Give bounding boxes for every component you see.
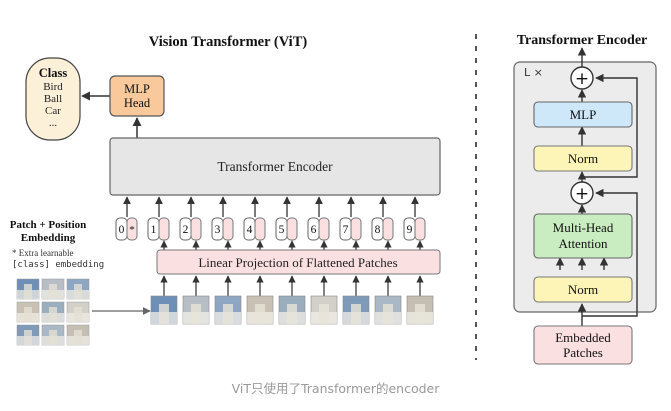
class-item-ball: Ball	[44, 93, 62, 105]
skip-connection-upper	[582, 73, 638, 178]
position-index: 8	[375, 224, 381, 236]
position-index: 7	[343, 224, 349, 236]
source-image-tile-tower	[74, 307, 82, 322]
linear-projection-label: Linear Projection of Flattened Patches	[198, 255, 397, 270]
source-image-tile-tower	[74, 330, 82, 345]
position-index: 3	[215, 224, 221, 236]
embedding-label-line1: Patch + Position	[10, 219, 87, 231]
class-token-mark: *	[129, 224, 135, 236]
position-index: 5	[279, 224, 285, 236]
add-symbol-top: +	[575, 69, 589, 89]
source-image-tile-tower	[24, 284, 32, 299]
linear-projection-box	[156, 249, 441, 275]
image-patch-tower	[287, 304, 297, 324]
image-patch-tower	[159, 304, 169, 324]
embedded-patches-box	[533, 325, 633, 365]
source-image-tile-tower	[24, 330, 32, 345]
encoder-norm-top-label: Norm	[568, 151, 598, 166]
patch-embedding-box	[286, 217, 298, 241]
encoder-norm-bottom-box	[533, 276, 633, 303]
class-heading: Class	[39, 66, 68, 80]
encoder-mlp-box	[533, 101, 633, 128]
image-patch-tower	[351, 304, 361, 324]
encoder-norm-top-box	[533, 145, 633, 172]
patch-embedding-box	[190, 217, 202, 241]
image-patch-tower	[255, 304, 265, 324]
class-item-car: Car	[45, 105, 61, 117]
encoder-mlp-label: MLP	[570, 107, 597, 122]
image-patch-tower	[223, 304, 233, 324]
position-index: 9	[407, 224, 413, 236]
position-index: 1	[151, 224, 157, 236]
encoder-attention-line1: Multi-Head	[553, 220, 614, 235]
class-item-bird: Bird	[43, 81, 63, 93]
skip-connection-lower	[582, 188, 638, 317]
patch-row	[150, 275, 434, 325]
source-image-tile-tower	[49, 307, 57, 322]
add-circle-top	[570, 66, 594, 90]
image-patch-tower	[319, 304, 329, 324]
patch-embedding-box	[254, 217, 266, 241]
embedded-patches-line2: Patches	[563, 345, 603, 360]
encoder-repeat-label: L ×	[524, 66, 543, 79]
class-box	[25, 57, 81, 141]
transformer-encoder-label: Transformer Encoder	[217, 159, 333, 174]
mlp-head-box	[109, 75, 165, 117]
image-patch-tower	[383, 304, 393, 324]
add-circle-bottom	[570, 181, 594, 205]
source-image-tile-tower	[49, 284, 57, 299]
figure-caption: ViT只使用了Transformer的encoder	[231, 381, 440, 396]
class-token-box	[126, 217, 138, 241]
mlp-head-line1: MLP	[124, 82, 150, 96]
position-index: 0	[119, 224, 125, 236]
class-item-more: ...	[49, 117, 58, 129]
footnote-line1: * Extra learnable	[12, 248, 73, 258]
vit-title: Vision Transformer (ViT)	[149, 34, 308, 50]
image-patch-tower	[415, 304, 425, 324]
embedded-patches-line1: Embedded	[555, 330, 611, 345]
transformer-encoder-box	[109, 137, 441, 196]
encoder-attention-box	[533, 213, 633, 259]
patch-embedding-box	[318, 217, 330, 241]
encoder-title: Transformer Encoder	[517, 33, 648, 48]
position-index: 2	[183, 224, 189, 236]
position-index: 4	[247, 224, 253, 236]
source-image-grid	[16, 278, 90, 346]
source-image-tile-tower	[49, 330, 57, 345]
footnote-line2: [class] embedding	[12, 260, 104, 270]
token-row: 0 * 1 2 3 4 5 6 7 8 9	[115, 196, 426, 250]
patch-embedding-box	[222, 217, 234, 241]
source-image-tile-tower	[74, 284, 82, 299]
encoder-norm-bottom-label: Norm	[568, 282, 598, 297]
encoder-attention-line2: Attention	[558, 236, 608, 251]
patch-embedding-box	[414, 217, 426, 241]
source-image-tile-tower	[24, 307, 32, 322]
position-index: 6	[311, 224, 317, 236]
image-patch-tower	[191, 304, 201, 324]
add-symbol-bottom: +	[575, 184, 589, 204]
mlp-head-line2: Head	[124, 96, 151, 110]
embedding-label-line2: Embedding	[21, 232, 76, 244]
patch-embedding-box	[382, 217, 394, 241]
patch-embedding-box	[158, 217, 170, 241]
patch-embedding-box	[350, 217, 362, 241]
